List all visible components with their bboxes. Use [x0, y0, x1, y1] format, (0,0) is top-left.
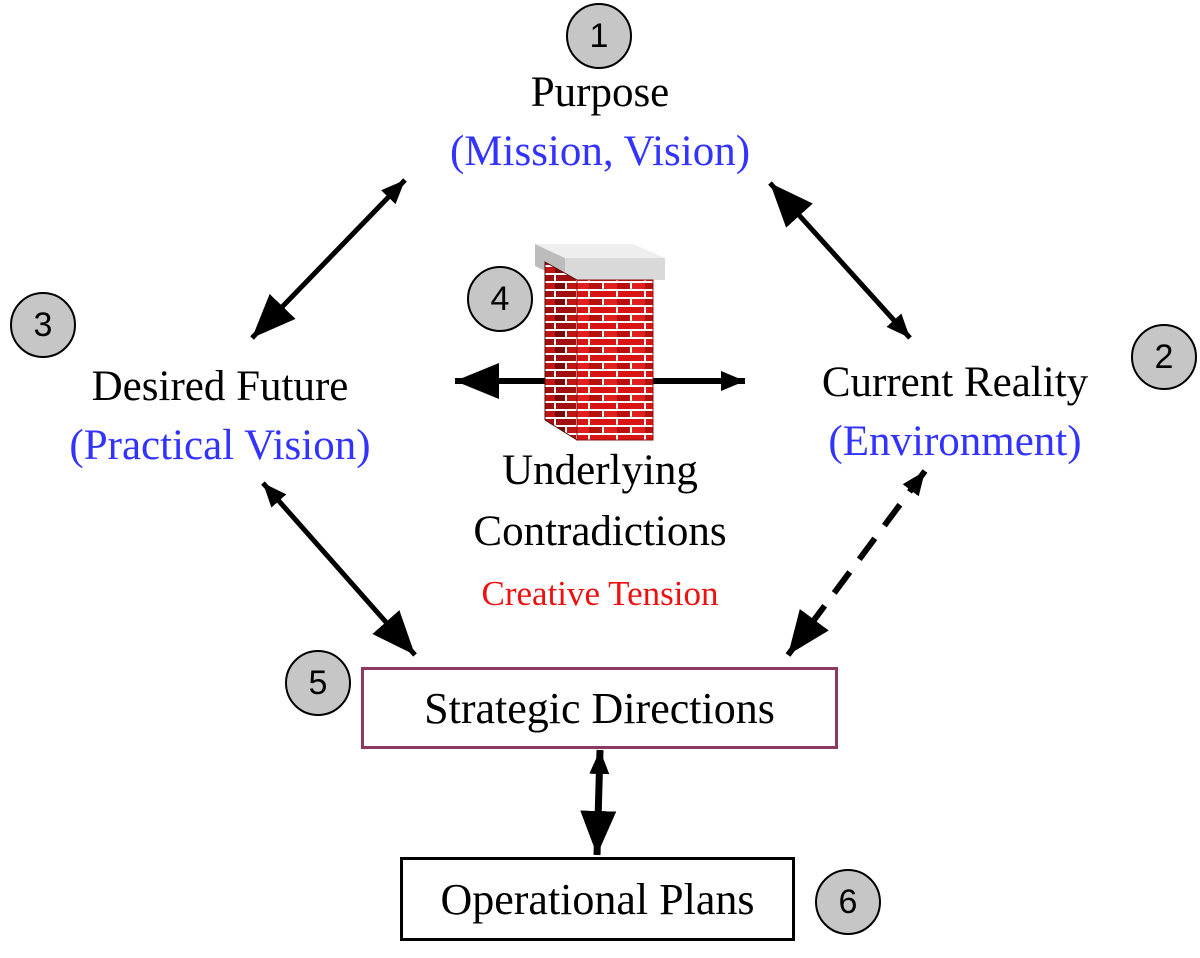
- strategic-directions-box: Strategic Directions: [361, 667, 838, 749]
- underlying-contradictions-title-line2: Contradictions: [473, 508, 727, 555]
- purpose-subtitle: (Mission, Vision): [449, 128, 751, 175]
- underlying-contradictions-title-line1: Underlying: [502, 447, 698, 494]
- creative-tension-note: Creative Tension: [481, 574, 719, 613]
- step-badge-3: 3: [10, 292, 76, 358]
- strategic-directions-label: Strategic Directions: [424, 683, 775, 733]
- operational-plans-label: Operational Plans: [440, 874, 755, 924]
- purpose-title: Purpose: [530, 69, 670, 116]
- arrow-purpose-desired-future: [250, 178, 407, 340]
- operational-plans-box: Operational Plans: [400, 857, 795, 941]
- arrow-strategic-directions-operational-plans: [580, 749, 617, 856]
- arrow-desired-future-strategic-directions: [261, 481, 417, 657]
- step-badge-5: 5: [285, 650, 351, 716]
- arrow-current-reality-strategic-directions: [785, 469, 928, 657]
- step-badge-2: 2: [1131, 324, 1197, 390]
- step-badge-1: 1: [566, 3, 632, 69]
- current-reality-subtitle: (Environment): [828, 418, 1082, 465]
- brick-wall-icon: [535, 244, 665, 441]
- step-badge-6: 6: [815, 869, 881, 935]
- arrow-purpose-current-reality: [768, 181, 912, 340]
- step-badge-4: 4: [467, 266, 533, 332]
- desired-future-subtitle: (Practical Vision): [69, 422, 371, 469]
- current-reality-title: Current Reality: [821, 359, 1089, 406]
- desired-future-title: Desired Future: [91, 363, 349, 410]
